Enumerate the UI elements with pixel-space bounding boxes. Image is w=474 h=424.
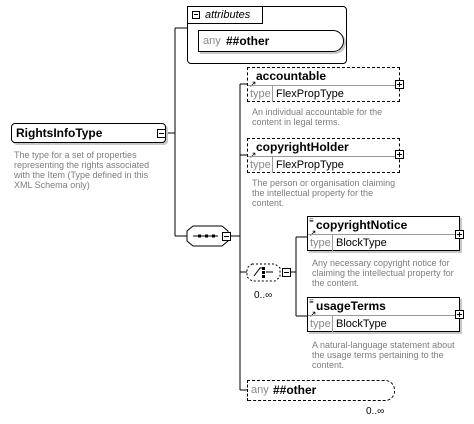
type-value: BlockType [336, 237, 387, 249]
element-name: copyrightHolder [256, 140, 349, 154]
choice-compositor[interactable] [247, 264, 280, 281]
expand-icon[interactable] [455, 310, 464, 319]
root-type-box[interactable]: RightsInfoType [11, 123, 166, 143]
element-lines-icon: ≡ [309, 297, 314, 306]
attributes-collapse-icon[interactable] [192, 11, 200, 19]
attributes-group: attributes any ##other [187, 6, 347, 64]
element-other-label: ##other [273, 383, 317, 397]
type-value: FlexPropType [276, 88, 344, 100]
root-description: The type for a set of properties represe… [14, 150, 150, 190]
element-name: copyrightNotice [316, 218, 408, 232]
type-label: type [310, 318, 331, 330]
element-description: The person or organisation claiming the … [252, 178, 396, 208]
element-copyright-notice[interactable]: ≡ ↗ copyrightNotice type BlockType [307, 216, 460, 251]
element-reference-arrow-icon: ↗ [309, 309, 317, 319]
element-lines-icon: ≡ [309, 216, 314, 225]
sequence-collapse-icon[interactable] [222, 232, 231, 241]
element-usage-terms[interactable]: ≡ ↗ usageTerms type BlockType [307, 297, 460, 332]
choice-collapse-icon[interactable] [282, 268, 291, 277]
type-value: FlexPropType [276, 159, 344, 171]
root-type-name: RightsInfoType [16, 126, 103, 140]
element-copyright-holder[interactable]: ↗ copyrightHolder type FlexPropType [247, 138, 400, 173]
attributes-title: attributes [205, 9, 251, 21]
expand-icon[interactable] [395, 150, 404, 159]
element-name: accountable [256, 69, 327, 83]
element-description: A natural-language statement about the u… [312, 340, 455, 370]
type-label: type [250, 88, 271, 100]
choice-occurrence: 0..∞ [254, 290, 273, 301]
type-label: type [310, 237, 331, 249]
element-any-label: any [251, 384, 269, 396]
element-reference-arrow-icon: ↗ [249, 150, 257, 160]
sequence-compositor[interactable] [187, 226, 228, 246]
element-reference-arrow-icon: ↗ [309, 228, 317, 238]
type-value: BlockType [336, 318, 387, 330]
element-accountable[interactable]: ↗ accountable type FlexPropType [247, 67, 400, 102]
attributes-tab[interactable]: attributes [187, 6, 263, 24]
expand-icon[interactable] [395, 80, 404, 89]
collapse-icon[interactable] [157, 129, 166, 138]
element-any-wildcard[interactable]: any ##other [247, 380, 395, 401]
attribute-any-wildcard[interactable]: any ##other [198, 30, 344, 52]
element-description: An individual accountable for the conten… [252, 107, 383, 127]
element-description: Any necessary copyright notice for claim… [312, 258, 454, 288]
type-label: type [250, 159, 271, 171]
element-name: usageTerms [316, 299, 386, 313]
attribute-any-label: any [203, 35, 221, 47]
expand-icon[interactable] [455, 230, 464, 239]
element-reference-arrow-icon: ↗ [249, 79, 257, 89]
any-occurrence: 0..∞ [366, 406, 385, 417]
attribute-other-label: ##other [226, 34, 270, 48]
